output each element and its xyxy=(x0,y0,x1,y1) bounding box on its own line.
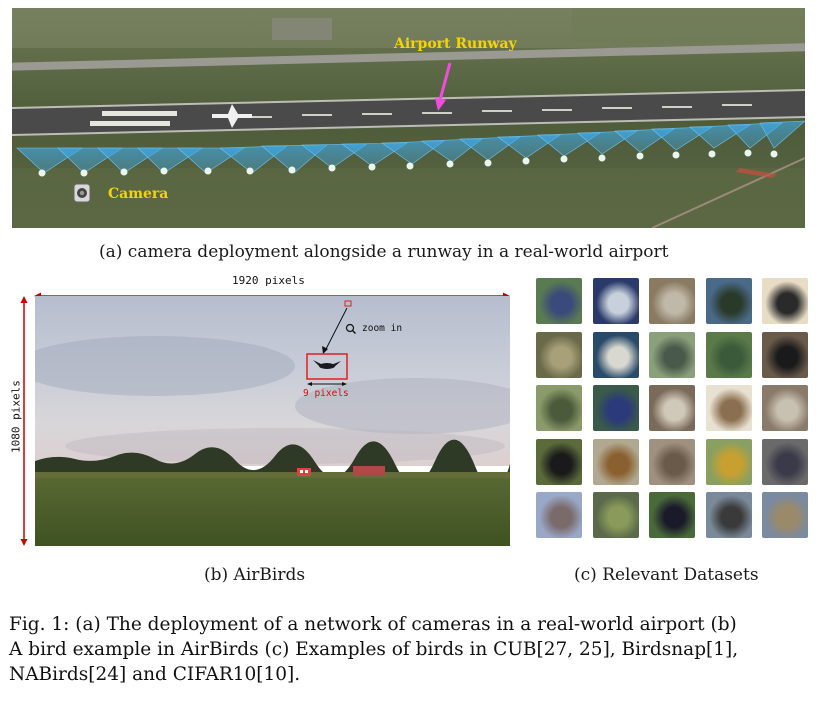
caption-c: (c) Relevant Datasets xyxy=(574,565,759,585)
size-label: 9 pixels xyxy=(303,388,349,399)
dataset-bird-thumbnail xyxy=(536,331,582,378)
dataset-bird-thumbnail xyxy=(592,492,639,538)
caption-b: (b) AirBirds xyxy=(204,565,306,585)
dataset-bird-thumbnail xyxy=(536,492,582,538)
dataset-bird-thumbnail xyxy=(649,278,695,324)
dataset-bird-thumbnail xyxy=(592,385,639,431)
dataset-bird-thumbnail xyxy=(762,385,808,431)
camera-coverage-beams xyxy=(16,120,805,174)
figure-caption-line-1: Fig. 1: (a) The deployment of a network … xyxy=(9,614,737,635)
airplane-icon xyxy=(212,104,252,128)
dataset-bird-thumbnail xyxy=(705,438,752,485)
dataset-bird-thumbnail xyxy=(649,492,695,538)
dataset-bird-thumbnail xyxy=(705,278,752,324)
dataset-bird-thumbnail xyxy=(592,438,639,485)
airport-aerial-image: Airport Runway Camera xyxy=(12,8,805,228)
dataset-bird-thumbnail xyxy=(649,385,695,431)
dataset-bird-thumbnail xyxy=(762,492,808,538)
dataset-bird-thumbnail xyxy=(592,331,639,378)
magnifier-icon xyxy=(345,323,356,334)
camera-label: Camera xyxy=(108,186,169,202)
runway-scene xyxy=(12,8,805,228)
camera-positions xyxy=(38,149,778,177)
caption-a: (a) camera deployment alongside a runway… xyxy=(99,242,669,262)
figure-caption: Fig. 1: (a) The deployment of a network … xyxy=(9,612,814,687)
dataset-thumbnail-grid xyxy=(536,278,808,543)
runway-label: Airport Runway xyxy=(394,36,517,52)
dataset-bird-thumbnail xyxy=(705,385,752,431)
zoom-label: zoom in xyxy=(362,323,403,334)
dataset-bird-thumbnail xyxy=(762,438,808,485)
dataset-bird-thumbnail xyxy=(592,278,639,324)
camera-icon xyxy=(73,183,91,203)
width-dimension-arrow xyxy=(34,285,510,300)
height-dimension-arrow xyxy=(20,296,28,546)
dataset-bird-thumbnail xyxy=(762,331,808,378)
dataset-bird-thumbnail xyxy=(705,331,752,378)
dataset-bird-thumbnail xyxy=(705,492,752,538)
dataset-bird-thumbnail xyxy=(536,385,582,431)
figure-caption-line-2: A bird example in AirBirds (c) Examples … xyxy=(9,639,739,660)
width-label: 1920 pixels xyxy=(232,274,305,287)
dataset-bird-thumbnail xyxy=(649,438,695,485)
dataset-bird-thumbnail xyxy=(536,438,582,485)
figure-caption-line-3: NABirds[24] and CIFAR10[10]. xyxy=(9,664,301,685)
dataset-bird-thumbnail xyxy=(762,278,808,324)
bird-silhouette-icon xyxy=(313,360,341,369)
dataset-bird-thumbnail xyxy=(649,331,695,378)
dataset-bird-thumbnail xyxy=(536,278,582,324)
airbirds-photo: zoom in 9 pixels xyxy=(35,296,510,546)
